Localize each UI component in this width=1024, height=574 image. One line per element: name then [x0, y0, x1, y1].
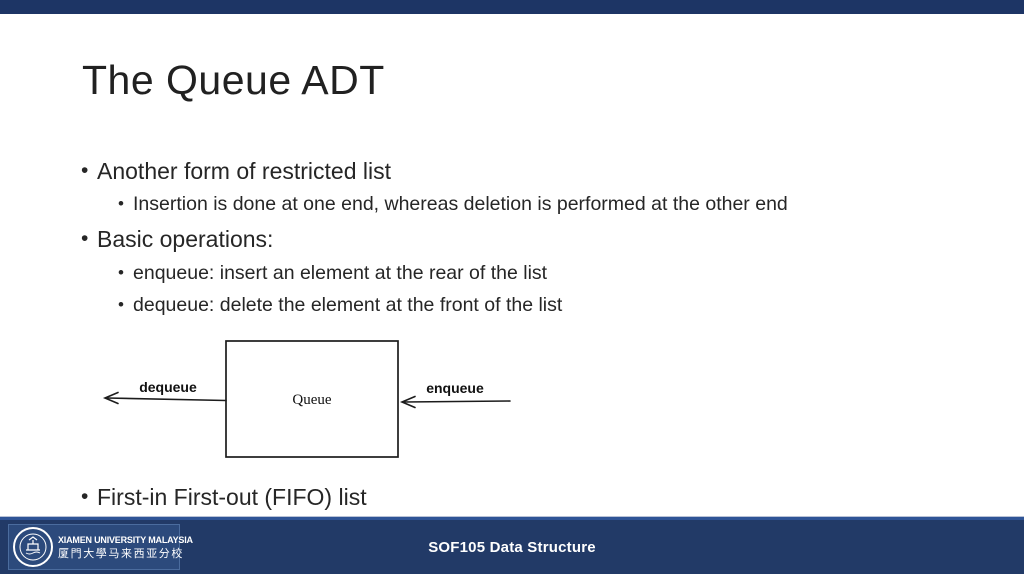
bullet-insertion-deletion: Insertion is done at one end, whereas de…: [118, 193, 788, 216]
university-name-cn: 厦門大學马来西亚分校: [58, 547, 184, 560]
top-bar: [0, 0, 1024, 14]
university-seal-icon: [13, 527, 53, 567]
page-title: The Queue ADT: [82, 57, 385, 103]
queue-box-label: Queue: [292, 392, 331, 408]
footer-accent-line: [0, 517, 1024, 520]
footer-bar: XIAMEN UNIVERSITY MALAYSIA 厦門大學马来西亚分校 SO…: [0, 520, 1024, 574]
bullet-dequeue-definition: dequeue: delete the element at the front…: [118, 294, 562, 317]
enqueue-arrow: [399, 395, 511, 409]
queue-box: [225, 340, 399, 458]
dequeue-arrow: [102, 391, 227, 405]
bullet-basic-operations: Basic operations:: [81, 226, 273, 253]
dequeue-label: dequeue: [139, 379, 197, 395]
university-name-block: XIAMEN UNIVERSITY MALAYSIA 厦門大學马来西亚分校: [58, 534, 193, 561]
enqueue-label: enqueue: [426, 380, 484, 396]
bullet-enqueue-definition: enqueue: insert an element at the rear o…: [118, 262, 547, 285]
footer-hairline: [0, 516, 1024, 517]
university-logo: XIAMEN UNIVERSITY MALAYSIA 厦門大學马来西亚分校: [8, 524, 193, 570]
university-name: XIAMEN UNIVERSITY MALAYSIA: [58, 534, 193, 545]
bullet-restricted-list: Another form of restricted list: [81, 158, 391, 185]
bullet-fifo: First-in First-out (FIFO) list: [81, 484, 367, 511]
queue-diagram: Queue dequeue enqueue: [102, 340, 511, 458]
course-label: SOF105 Data Structure: [428, 539, 596, 556]
